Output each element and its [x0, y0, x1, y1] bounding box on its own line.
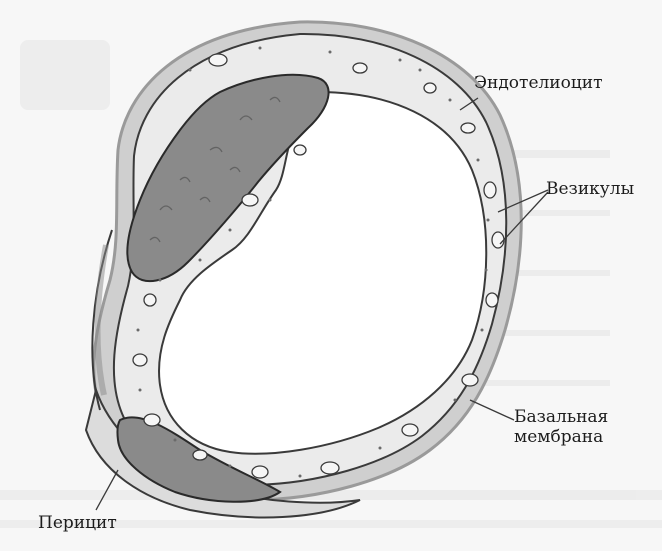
label-endothelial: Эндотелиоцит [474, 74, 603, 93]
leader-basal [470, 400, 514, 420]
label-pericyte: Перицит [38, 514, 117, 533]
label-basal-line2: мембрана [514, 428, 603, 447]
leader-pericyte [96, 470, 118, 510]
label-basal-line1: Базальная [514, 408, 608, 427]
label-vesicles: Везикулы [546, 180, 634, 199]
